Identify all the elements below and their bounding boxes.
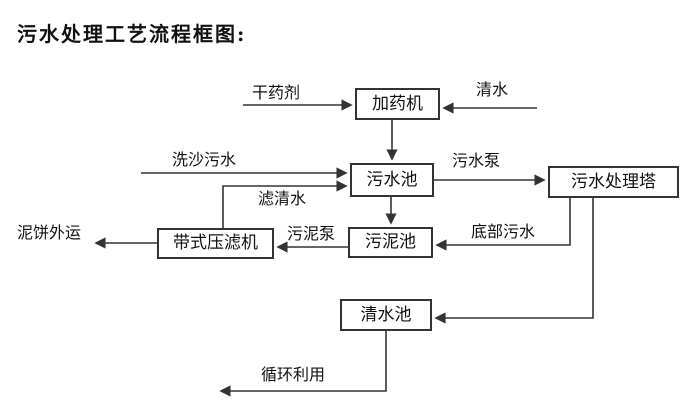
edge-tower-bottom-sewage-to-sludge-arrow [435, 198, 571, 251]
page-title: 污水处理工艺流程框图: [17, 22, 247, 46]
edge-filtered-water-to-sewage-pool-arrow [222, 180, 348, 228]
node-treatment-tower-label: 污水处理塔 [571, 171, 656, 192]
node-clean-water-pool: 清水池 [340, 299, 432, 331]
flow-label-sewage-pump: 污水泵 [452, 151, 501, 170]
flow-label-recycling: 循环利用 [261, 365, 326, 384]
flow-label-bottom-sewage: 底部污水 [471, 222, 536, 241]
node-clean-water-pool-label: 清水池 [360, 304, 412, 325]
node-belt-filter-press: 带式压滤机 [157, 228, 274, 259]
node-belt-filter-press-label: 带式压滤机 [173, 233, 258, 253]
flow-label-sand-washing-sewage: 洗沙污水 [172, 150, 237, 169]
node-treatment-tower: 污水处理塔 [548, 166, 679, 198]
flow-label-mud-cake-out: 泥饼外运 [17, 223, 82, 242]
node-sewage-pool: 污水池 [350, 163, 434, 197]
node-sludge-pool: 污泥池 [348, 227, 433, 258]
edge-clean-water-pool-to-recycling-arrow [219, 331, 387, 397]
node-sludge-pool-label: 污泥池 [365, 232, 416, 252]
node-dosing-machine-label: 加药机 [372, 93, 423, 114]
edge-tower-to-clean-water-pool-arrow [434, 198, 594, 324]
flow-label-filtered-water: 滤清水 [258, 189, 307, 208]
flow-label-sludge-pump: 污泥泵 [287, 224, 336, 243]
node-dosing-machine: 加药机 [355, 88, 440, 120]
flow-label-dry-chemical: 干药剂 [252, 83, 301, 102]
node-sewage-pool-label: 污水池 [366, 169, 418, 190]
flow-label-clean-water: 清水 [476, 80, 509, 99]
